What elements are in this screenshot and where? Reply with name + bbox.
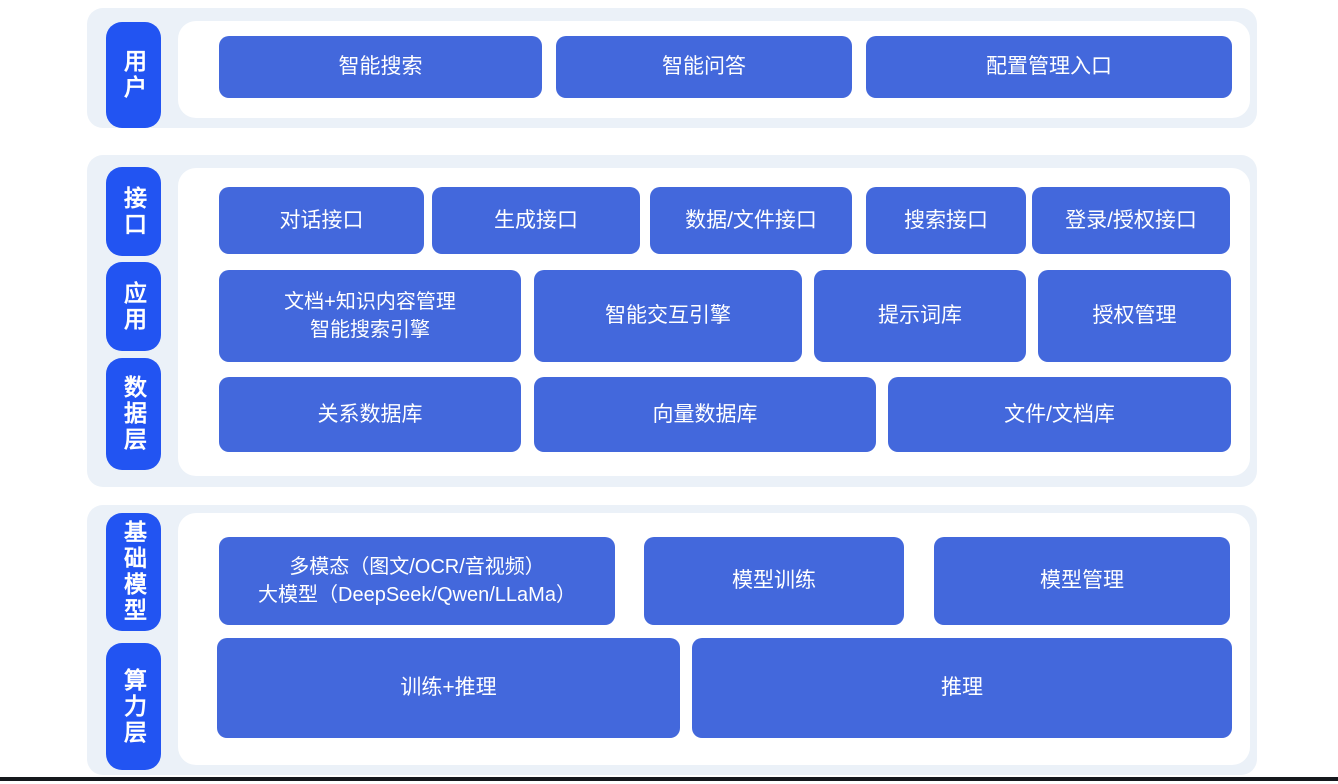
file-doc-store-label: 文件/文档库	[1004, 402, 1115, 426]
search-api-button: 搜索接口	[866, 187, 1026, 254]
multimodal-llm-line2: 大模型（DeepSeek/Qwen/LLaMa）	[258, 584, 576, 606]
generation-api-label: 生成接口	[494, 208, 578, 232]
model-training-button: 模型训练	[644, 537, 904, 625]
relational-db-button: 关系数据库	[219, 377, 521, 452]
auth-management-button: 授权管理	[1038, 270, 1231, 362]
smart-search-label: 智能搜索	[338, 55, 423, 79]
inference-button: 推理	[692, 638, 1232, 738]
relational-db-label: 关系数据库	[317, 402, 423, 426]
search-api-label: 搜索接口	[904, 208, 988, 232]
multimodal-llm-line1: 多模态（图文/OCR/音视频）	[289, 556, 545, 578]
vector-db-label: 向量数据库	[652, 402, 758, 426]
doc-knowledge-line1: 文档+知识内容管理	[284, 291, 456, 313]
multimodal-llm-button: 多模态（图文/OCR/音视频） 大模型（DeepSeek/Qwen/LLaMa）	[219, 537, 615, 625]
config-management-entry-label: 配置管理入口	[986, 55, 1112, 79]
vector-db-button: 向量数据库	[534, 377, 876, 452]
smart-search-button: 智能搜索	[219, 36, 542, 98]
pill-application-layer: 应用	[106, 262, 161, 351]
data-file-api-label: 数据/文件接口	[685, 208, 817, 232]
pill-data-layer: 数据层	[106, 358, 161, 470]
pill-user-layer: 用户	[106, 22, 161, 128]
pill-foundation-model-layer: 基础模型	[106, 513, 161, 631]
interaction-engine-button: 智能交互引擎	[534, 270, 802, 362]
inference-label: 推理	[941, 676, 983, 700]
pill-compute-layer: 算力层	[106, 643, 161, 770]
interaction-engine-label: 智能交互引擎	[605, 304, 731, 328]
auth-management-label: 授权管理	[1092, 304, 1177, 328]
data-file-api-button: 数据/文件接口	[650, 187, 852, 254]
training-inference-label: 训练+推理	[400, 676, 497, 700]
model-management-button: 模型管理	[934, 537, 1230, 625]
dialog-api-label: 对话接口	[279, 208, 364, 232]
doc-knowledge-search-engine-button: 文档+知识内容管理 智能搜索引擎	[219, 270, 521, 362]
generation-api-button: 生成接口	[432, 187, 640, 254]
model-management-label: 模型管理	[1040, 569, 1124, 593]
training-inference-button: 训练+推理	[217, 638, 680, 738]
dialog-api-button: 对话接口	[219, 187, 424, 254]
config-management-entry-button: 配置管理入口	[866, 36, 1232, 98]
login-auth-api-label: 登录/授权接口	[1065, 208, 1197, 232]
file-doc-store-button: 文件/文档库	[888, 377, 1231, 452]
login-auth-api-button: 登录/授权接口	[1032, 187, 1230, 254]
doc-knowledge-line2: 智能搜索引擎	[310, 319, 430, 341]
pill-interface-layer: 接口	[106, 167, 161, 256]
smart-qa-label: 智能问答	[662, 55, 746, 79]
model-training-label: 模型训练	[732, 569, 816, 593]
smart-qa-button: 智能问答	[556, 36, 852, 98]
bottom-border-line	[0, 777, 1338, 781]
prompt-library-button: 提示词库	[814, 270, 1026, 362]
prompt-library-label: 提示词库	[878, 304, 962, 328]
